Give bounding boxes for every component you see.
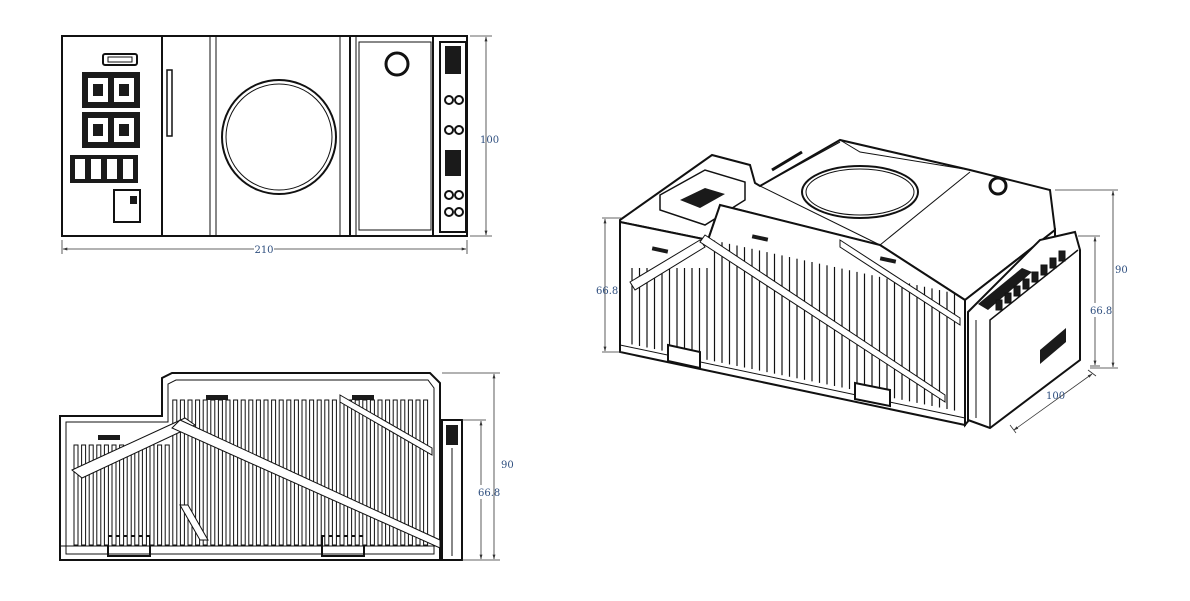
- vent-slot: [392, 399, 398, 546]
- sd-slot-icon: [113, 189, 141, 223]
- vent-slot: [103, 444, 109, 546]
- vent-slot: [423, 399, 429, 546]
- vent-slot: [217, 399, 223, 546]
- ethernet-ports-icon: [82, 72, 140, 148]
- vent-slot: [248, 399, 254, 546]
- terminal-screw: [1013, 285, 1021, 297]
- vent-slot: [126, 444, 132, 546]
- vent-slot: [263, 399, 269, 546]
- front-view: [59, 372, 500, 561]
- vent-slot: [240, 399, 246, 546]
- terminal-screw: [1058, 250, 1066, 262]
- led-strip: [166, 69, 173, 137]
- vent-slot: [324, 399, 330, 546]
- iso-fan-icon: [801, 165, 919, 219]
- front-height-label: 90: [501, 460, 514, 471]
- iso-button-icon: [988, 176, 1008, 196]
- vent-slot: [119, 444, 125, 546]
- vent-slot: [179, 399, 185, 546]
- vent-slot: [354, 399, 360, 546]
- vent-slot: [415, 399, 421, 546]
- top-width-label: 210: [254, 245, 273, 256]
- vent-slot: [111, 444, 117, 546]
- top-view: [61, 35, 492, 254]
- terminal-screw: [1004, 292, 1012, 304]
- vent-slot: [331, 399, 337, 546]
- vent-slot: [202, 399, 208, 546]
- vent-slot: [88, 444, 94, 546]
- vent-slot: [195, 399, 201, 546]
- vent-slot: [134, 444, 140, 546]
- vent-slot: [141, 444, 147, 546]
- vent-slot: [293, 399, 299, 546]
- power-button-icon: [384, 51, 410, 77]
- terminal-screw: [1049, 257, 1057, 269]
- vent-slot: [210, 399, 216, 546]
- vent-slot: [157, 444, 163, 546]
- vent-slot: [377, 399, 383, 546]
- fan-icon: [221, 79, 337, 195]
- vent-slot: [225, 399, 231, 546]
- vent-slot: [233, 399, 239, 546]
- vent-slot: [301, 399, 307, 546]
- vent-slot: [164, 444, 170, 546]
- top-height-label: 100: [480, 135, 499, 146]
- iso-right-height-label: 90: [1115, 265, 1128, 276]
- vent-slot: [369, 399, 375, 546]
- vent-slot: [255, 399, 261, 546]
- vent-slot: [400, 399, 406, 546]
- terminal-screw: [1022, 278, 1030, 290]
- vent-slot: [187, 399, 193, 546]
- terminal-screw: [995, 299, 1003, 311]
- terminal-block: [439, 41, 467, 233]
- usb-ports-icon: [70, 155, 138, 183]
- vent-slot: [347, 399, 353, 546]
- vent-slot: [96, 444, 102, 546]
- vent-slot: [339, 399, 345, 546]
- vent-slot: [407, 399, 413, 546]
- front-terminal-height-label: 66.8: [478, 488, 500, 499]
- iso-left-height-label: 66.8: [596, 286, 618, 297]
- isometric-view: [602, 138, 1118, 434]
- vent-slot: [73, 444, 79, 546]
- iso-right-terminal-label: 66.8: [1090, 306, 1112, 317]
- vent-slot: [172, 399, 178, 546]
- terminal-screw: [1040, 264, 1048, 276]
- vent-slot: [385, 399, 391, 546]
- terminal-screw: [1031, 271, 1039, 283]
- front-vents: [73, 399, 429, 546]
- iso-terminal-screws: [995, 250, 1066, 311]
- vent-slot: [81, 444, 87, 546]
- vent-slot: [149, 444, 155, 546]
- vent-slot: [316, 399, 322, 546]
- iso-depth-label: 100: [1046, 391, 1065, 402]
- hdmi-port-icon: [102, 53, 138, 66]
- vent-slot: [309, 399, 315, 546]
- vent-slot: [362, 399, 368, 546]
